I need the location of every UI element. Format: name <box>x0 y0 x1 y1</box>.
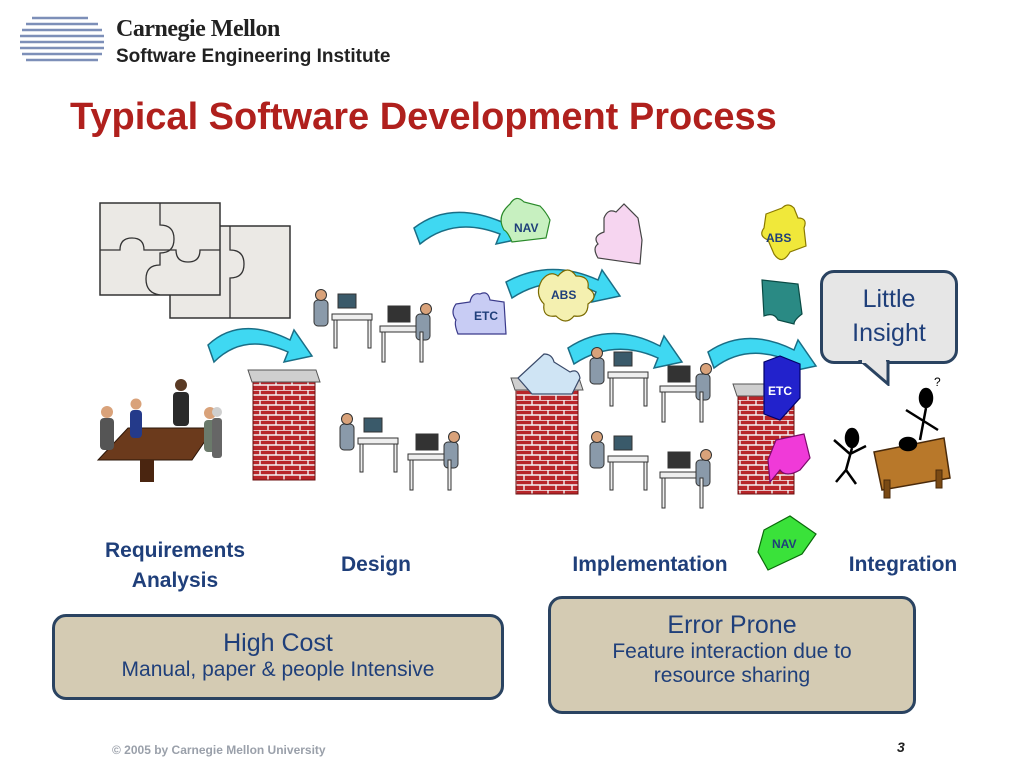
puzzle-piece-abs-top: ABS <box>761 204 807 261</box>
puzzle-label-etc-right: ETC <box>768 384 792 398</box>
sei-logo-mark <box>20 16 104 62</box>
error-prone-detail-line1: Feature interaction due to <box>612 640 852 663</box>
puzzle-label-etc-left: ETC <box>474 309 498 323</box>
puzzle-piece-etc-right: ETC <box>763 355 801 421</box>
error-prone-title: Error Prone <box>667 611 797 639</box>
logo-sei-text: Software Engineering Institute <box>116 46 391 67</box>
svg-text:?: ? <box>934 375 941 389</box>
puzzle-piece-etc-left: ETC <box>452 292 507 335</box>
high-cost-title: High Cost <box>223 629 333 657</box>
stage-label-requirements: Requirements Analysis <box>104 539 246 593</box>
puzzle-label-abs-top: ABS <box>766 231 791 245</box>
arrow-icons <box>207 210 818 374</box>
error-prone-detail-line2: resource sharing <box>653 664 811 687</box>
slide-title: Typical Software Development Process <box>70 96 777 138</box>
puzzle-piece-abs-middle: ABS <box>537 269 595 322</box>
little-insight-callout: Little Insight <box>820 270 958 364</box>
workstation-figures <box>313 289 712 509</box>
puzzle-label-nav-top: NAV <box>514 221 538 235</box>
callout-tail <box>858 360 890 386</box>
frustrated-figures-icon: ? <box>833 375 951 499</box>
puzzle-piece-light-blue <box>517 353 581 395</box>
stage-label-implementation: Implementation <box>572 553 728 576</box>
puzzle-label-nav-bottom: NAV <box>772 537 796 551</box>
stage-label-design: Design <box>340 553 411 576</box>
puzzle-label-abs-middle: ABS <box>551 288 576 302</box>
puzzle-piece-nav-top: NAV <box>500 197 551 243</box>
high-cost-box: High Cost Manual, paper & people Intensi… <box>52 614 504 700</box>
copyright-footer: © 2005 by Carnegie Mellon University <box>112 743 326 757</box>
logo-cmu-text: Carnegie Mellon <box>116 16 280 42</box>
puzzle-piece-magenta <box>767 433 811 484</box>
meeting-group-illustration <box>96 379 222 482</box>
brick-wall-implementation <box>510 377 584 495</box>
puzzle-piece-teal <box>761 279 803 325</box>
puzzle-piece-pink <box>594 203 643 265</box>
high-cost-detail: Manual, paper & people Intensive <box>121 658 435 681</box>
puzzle-piece-nav-bottom: NAV <box>757 515 817 571</box>
stage-label-integration: Integration <box>848 553 958 576</box>
page-number: 3 <box>897 739 905 755</box>
callout-line1: Little <box>862 285 916 313</box>
brick-wall-design <box>247 369 321 481</box>
callout-line2: Insight <box>852 318 926 347</box>
requirements-puzzle-board <box>99 202 291 319</box>
error-prone-box: Error Prone Feature interaction due to r… <box>548 596 916 714</box>
